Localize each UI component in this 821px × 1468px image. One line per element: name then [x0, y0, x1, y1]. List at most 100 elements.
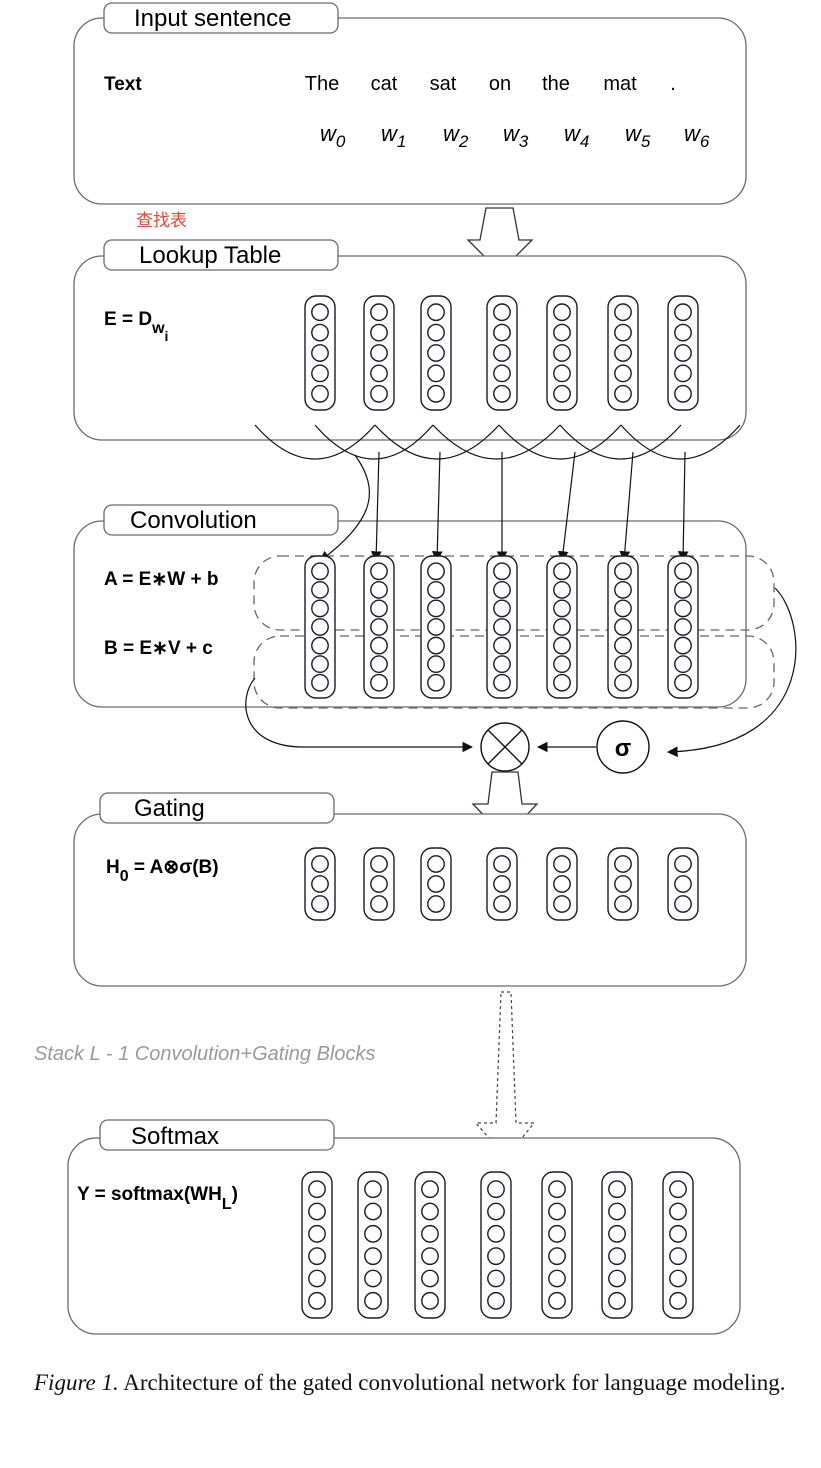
softmax-output-column: [357, 1171, 389, 1319]
neuron: [427, 618, 445, 636]
conv-output-column: [607, 555, 639, 699]
neuron: [487, 1202, 505, 1221]
neuron: [674, 580, 692, 599]
conv-output-column: [363, 555, 395, 699]
sigma-label: σ: [615, 735, 631, 762]
neuron: [493, 599, 511, 618]
neuron: [614, 895, 632, 913]
softmax-tab: [99, 1119, 335, 1151]
neuron: [311, 655, 329, 674]
neuron: [669, 1247, 687, 1266]
lookup-table-panel: Lookup Table E = Dwi: [73, 239, 747, 441]
neuron: [364, 1202, 382, 1221]
neuron: [487, 1247, 505, 1266]
neuron: [308, 1247, 326, 1266]
neuron: [427, 875, 445, 893]
neuron: [614, 875, 632, 893]
conv-output-column: [486, 555, 518, 699]
sentence-word: The: [305, 73, 339, 95]
lookup-embedding-column: [420, 295, 452, 411]
neuron: [421, 1269, 439, 1288]
softmax-output-column: [480, 1171, 512, 1319]
neuron: [311, 303, 329, 322]
conv-input-arrow: [557, 451, 576, 563]
conv-input-arrow: [370, 451, 382, 563]
neuron: [548, 1224, 566, 1243]
neuron: [608, 1291, 626, 1310]
neuron: [493, 303, 511, 322]
neuron: [553, 618, 571, 636]
input-sentence-box: [73, 17, 747, 205]
a-output-group: [253, 555, 775, 631]
neuron: [308, 1202, 326, 1221]
neuron: [427, 599, 445, 618]
neuron: [370, 303, 388, 322]
neuron: [674, 323, 692, 342]
neuron: [614, 303, 632, 322]
neuron: [608, 1247, 626, 1266]
neuron: [553, 323, 571, 342]
neuron: [370, 580, 388, 599]
word-symbol: w4: [564, 121, 589, 151]
lookup-table-title: Lookup Table: [139, 242, 281, 269]
figure-number: Figure 1.: [34, 1370, 119, 1395]
convolution-box: [73, 520, 747, 708]
neuron: [608, 1224, 626, 1243]
sentence-word: mat: [603, 73, 637, 95]
gating-box: [73, 813, 747, 987]
softmax-panel: Softmax Y = softmax(WHL): [67, 1119, 741, 1335]
neuron: [669, 1291, 687, 1310]
conv-input-arrow: [431, 451, 443, 563]
neuron: [364, 1291, 382, 1310]
neuron: [614, 599, 632, 618]
neuron: [370, 323, 388, 342]
conv-kernel-arc: [254, 424, 376, 460]
conv-output-column: [546, 555, 578, 699]
neuron: [674, 599, 692, 618]
neuron: [421, 1291, 439, 1310]
neuron: [311, 673, 329, 692]
neuron: [614, 364, 632, 383]
gating-output-column: [546, 847, 578, 921]
neuron: [487, 1269, 505, 1288]
neuron: [364, 1180, 382, 1199]
neuron: [553, 875, 571, 893]
neuron: [674, 364, 692, 383]
word-symbol: w2: [443, 121, 469, 151]
neuron: [548, 1269, 566, 1288]
formula-a: A = E∗W + b: [104, 569, 218, 590]
input-sentence-tab: [103, 2, 339, 34]
neuron: [364, 1269, 382, 1288]
conv-input-arrow: [319, 454, 370, 562]
neuron: [614, 384, 632, 403]
neuron: [427, 562, 445, 581]
conv-kernel-arc: [374, 424, 500, 460]
neuron: [487, 1291, 505, 1310]
neuron: [308, 1180, 326, 1199]
a-to-sigma-wire: [666, 587, 797, 758]
neuron: [553, 655, 571, 674]
neuron: [311, 364, 329, 383]
neuron: [674, 562, 692, 581]
neuron: [493, 655, 511, 674]
neuron: [427, 895, 445, 913]
neuron: [311, 562, 329, 581]
stack-dotted-arrow: [474, 991, 536, 1159]
neuron: [493, 875, 511, 893]
neuron: [674, 895, 692, 913]
neuron: [669, 1269, 687, 1288]
lookup-embedding-column: [667, 295, 699, 411]
word-symbol: w5: [625, 121, 651, 151]
word-symbol: w6: [684, 121, 710, 151]
sigma-operator: [596, 720, 650, 774]
lookup-embedding-column: [363, 295, 395, 411]
neuron: [674, 855, 692, 873]
neuron: [548, 1291, 566, 1310]
neuron: [674, 636, 692, 655]
neuron: [370, 655, 388, 674]
neuron: [493, 344, 511, 362]
neuron: [548, 1180, 566, 1199]
neuron: [370, 875, 388, 893]
softmax-output-column: [662, 1171, 694, 1319]
